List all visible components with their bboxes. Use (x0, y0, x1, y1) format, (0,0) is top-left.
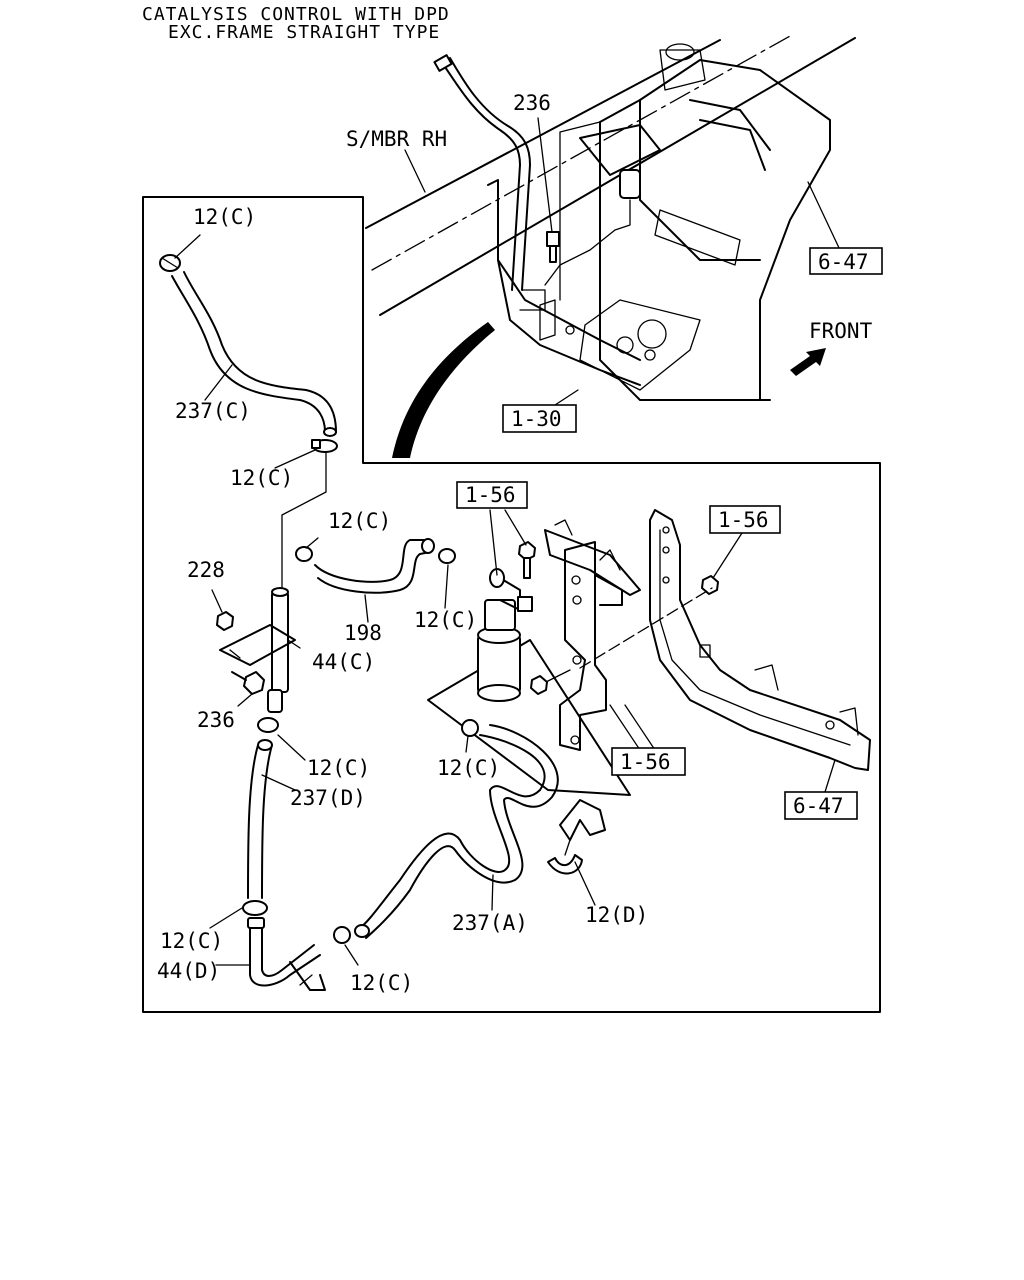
leader-44c (287, 639, 301, 649)
label-front: FRONT (809, 319, 873, 343)
ref-box-156-a (456, 481, 528, 509)
ref-box-130 (502, 404, 577, 433)
label-12c-7: 12(C) (160, 929, 223, 953)
clamp-12c-2 (311, 439, 338, 453)
label-237a: 237(A) (452, 911, 528, 935)
ref-box-156-c (611, 747, 686, 776)
label-44c: 44(C) (312, 650, 375, 674)
leader-228 (211, 589, 223, 613)
label-12d: 12(D) (585, 903, 648, 927)
ref-156-a: 1-56 (465, 483, 516, 507)
leader-12c-6 (277, 734, 306, 761)
diagram-title-line1: CATALYSIS CONTROL WITH DPD (142, 4, 450, 25)
clamp-12c-4 (438, 548, 456, 564)
hose-237d (247, 739, 273, 899)
clamp-12c-1 (159, 254, 181, 272)
ref-647-top: 6-47 (818, 250, 869, 274)
pipe-44c (219, 587, 296, 713)
valve-canister (427, 568, 631, 796)
bolt-236-left (231, 671, 265, 695)
leader-12c-1 (174, 234, 201, 259)
clamp-12c-7 (242, 900, 268, 916)
front-arrow-icon (790, 348, 826, 376)
mounting-bracket (539, 519, 641, 751)
clip-12d (547, 799, 606, 875)
nut-1-56 (701, 575, 719, 595)
clamp-12c-8 (333, 926, 351, 944)
dashed-alignment (579, 587, 713, 669)
label-12c-8: 12(C) (350, 971, 413, 995)
ref-156-c: 1-56 (620, 750, 671, 774)
bracket-top-view (487, 124, 701, 391)
label-12c-3: 12(C) (328, 509, 391, 533)
label-237c: 237(C) (175, 399, 251, 423)
clamp-12c-3 (295, 546, 313, 562)
bolt-1-56 (518, 541, 536, 579)
hose-top-view (433, 54, 546, 311)
ref-box-647-bottom (784, 791, 858, 820)
clamp-12c-6 (257, 717, 279, 733)
ref-box-156-b (709, 505, 781, 534)
leader-12d (574, 861, 596, 906)
leader-12c-8 (344, 944, 359, 966)
clamp-12c-5 (461, 719, 479, 737)
leader-156-b (712, 532, 743, 579)
leader-198 (364, 594, 369, 623)
frame-side-member (365, 35, 856, 401)
pipe-44d (247, 917, 326, 991)
leader-647-top (807, 181, 841, 251)
label-12c-1: 12(C) (193, 205, 256, 229)
hose-237c (171, 271, 337, 437)
leader-12c-4 (444, 564, 449, 609)
ref-130: 1-30 (511, 407, 562, 431)
ref-156-b: 1-56 (718, 508, 769, 532)
leader-12c-5 (465, 735, 469, 753)
hose-198 (314, 538, 435, 594)
ref-box-647-top (809, 247, 883, 275)
leader-156-c (609, 704, 656, 751)
detail-frame (142, 196, 881, 1013)
view-direction-arrow (392, 322, 495, 458)
ref-647-bottom: 6-47 (793, 794, 844, 818)
leader-12c-3 (305, 537, 319, 549)
bolt-236-top (537, 117, 560, 263)
leader-236-left (237, 693, 253, 707)
label-12c-4: 12(C) (414, 608, 477, 632)
leader-smbr (404, 149, 426, 193)
leader-237a (491, 874, 494, 911)
label-198: 198 (344, 621, 382, 645)
label-236-top: 236 (513, 91, 551, 115)
leader-12c-7 (209, 907, 243, 929)
diagram-title-line2: EXC.FRAME STRAIGHT TYPE (168, 22, 440, 43)
hose-237a (354, 724, 559, 939)
leader-12c-2 (274, 449, 316, 469)
hose-routing-line (281, 451, 327, 591)
leader-237c (204, 364, 233, 401)
leader-237d (261, 774, 296, 791)
label-12c-2: 12(C) (230, 466, 293, 490)
frame-bracket (649, 509, 871, 771)
leader-130 (554, 389, 579, 406)
label-237d: 237(D) (290, 786, 366, 810)
label-44d: 44(D) (157, 959, 220, 983)
label-236-left: 236 (197, 708, 235, 732)
leader-156-a (489, 509, 527, 576)
leader-647-bottom (824, 759, 836, 793)
label-12c-6: 12(C) (307, 756, 370, 780)
bolt-1-56-lower (530, 675, 548, 695)
label-smbr-rh: S/MBR RH (346, 127, 447, 151)
label-12c-5: 12(C) (437, 756, 500, 780)
nut-228 (216, 611, 234, 631)
label-228: 228 (187, 558, 225, 582)
